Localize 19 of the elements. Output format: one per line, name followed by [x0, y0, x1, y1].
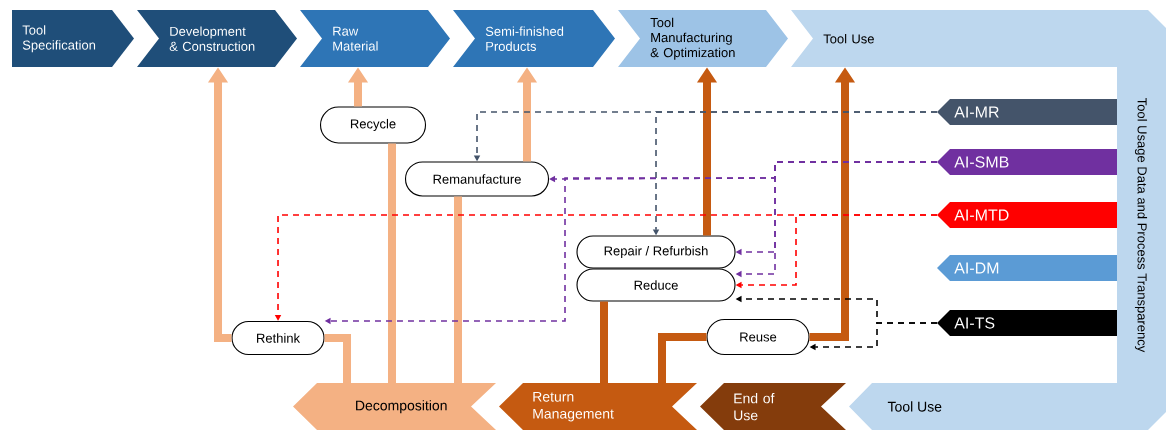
tag-label: AI-MR	[937, 99, 1117, 125]
stage-banner: Tool Manufacturing & Optimization	[618, 10, 788, 67]
stage-banner: Development & Construction	[137, 10, 297, 67]
stage-banner: End of Use	[700, 383, 846, 430]
rounded-box: Remanufacture	[404, 161, 550, 197]
stage-banner: Semi-finished Products	[453, 10, 615, 67]
stage-banner: Raw Material	[300, 10, 450, 67]
rounded-box: Recycle	[319, 106, 427, 144]
rounded-box: Reuse	[706, 318, 810, 356]
stage-banner: Decomposition	[293, 383, 496, 430]
stage-banner: Tool Specification	[12, 10, 134, 67]
rounded-box: Rethink	[231, 320, 325, 356]
tag-label: AI-SMB	[937, 149, 1117, 175]
tag-label: AI-DM	[937, 255, 1117, 281]
rounded-box: Reduce	[576, 268, 736, 302]
stage-banner: Return Management	[499, 383, 697, 430]
tag-label: AI-MTD	[937, 202, 1117, 228]
rounded-box: Repair / Refurbish	[576, 235, 736, 269]
tag-label: AI-TS	[937, 310, 1117, 336]
